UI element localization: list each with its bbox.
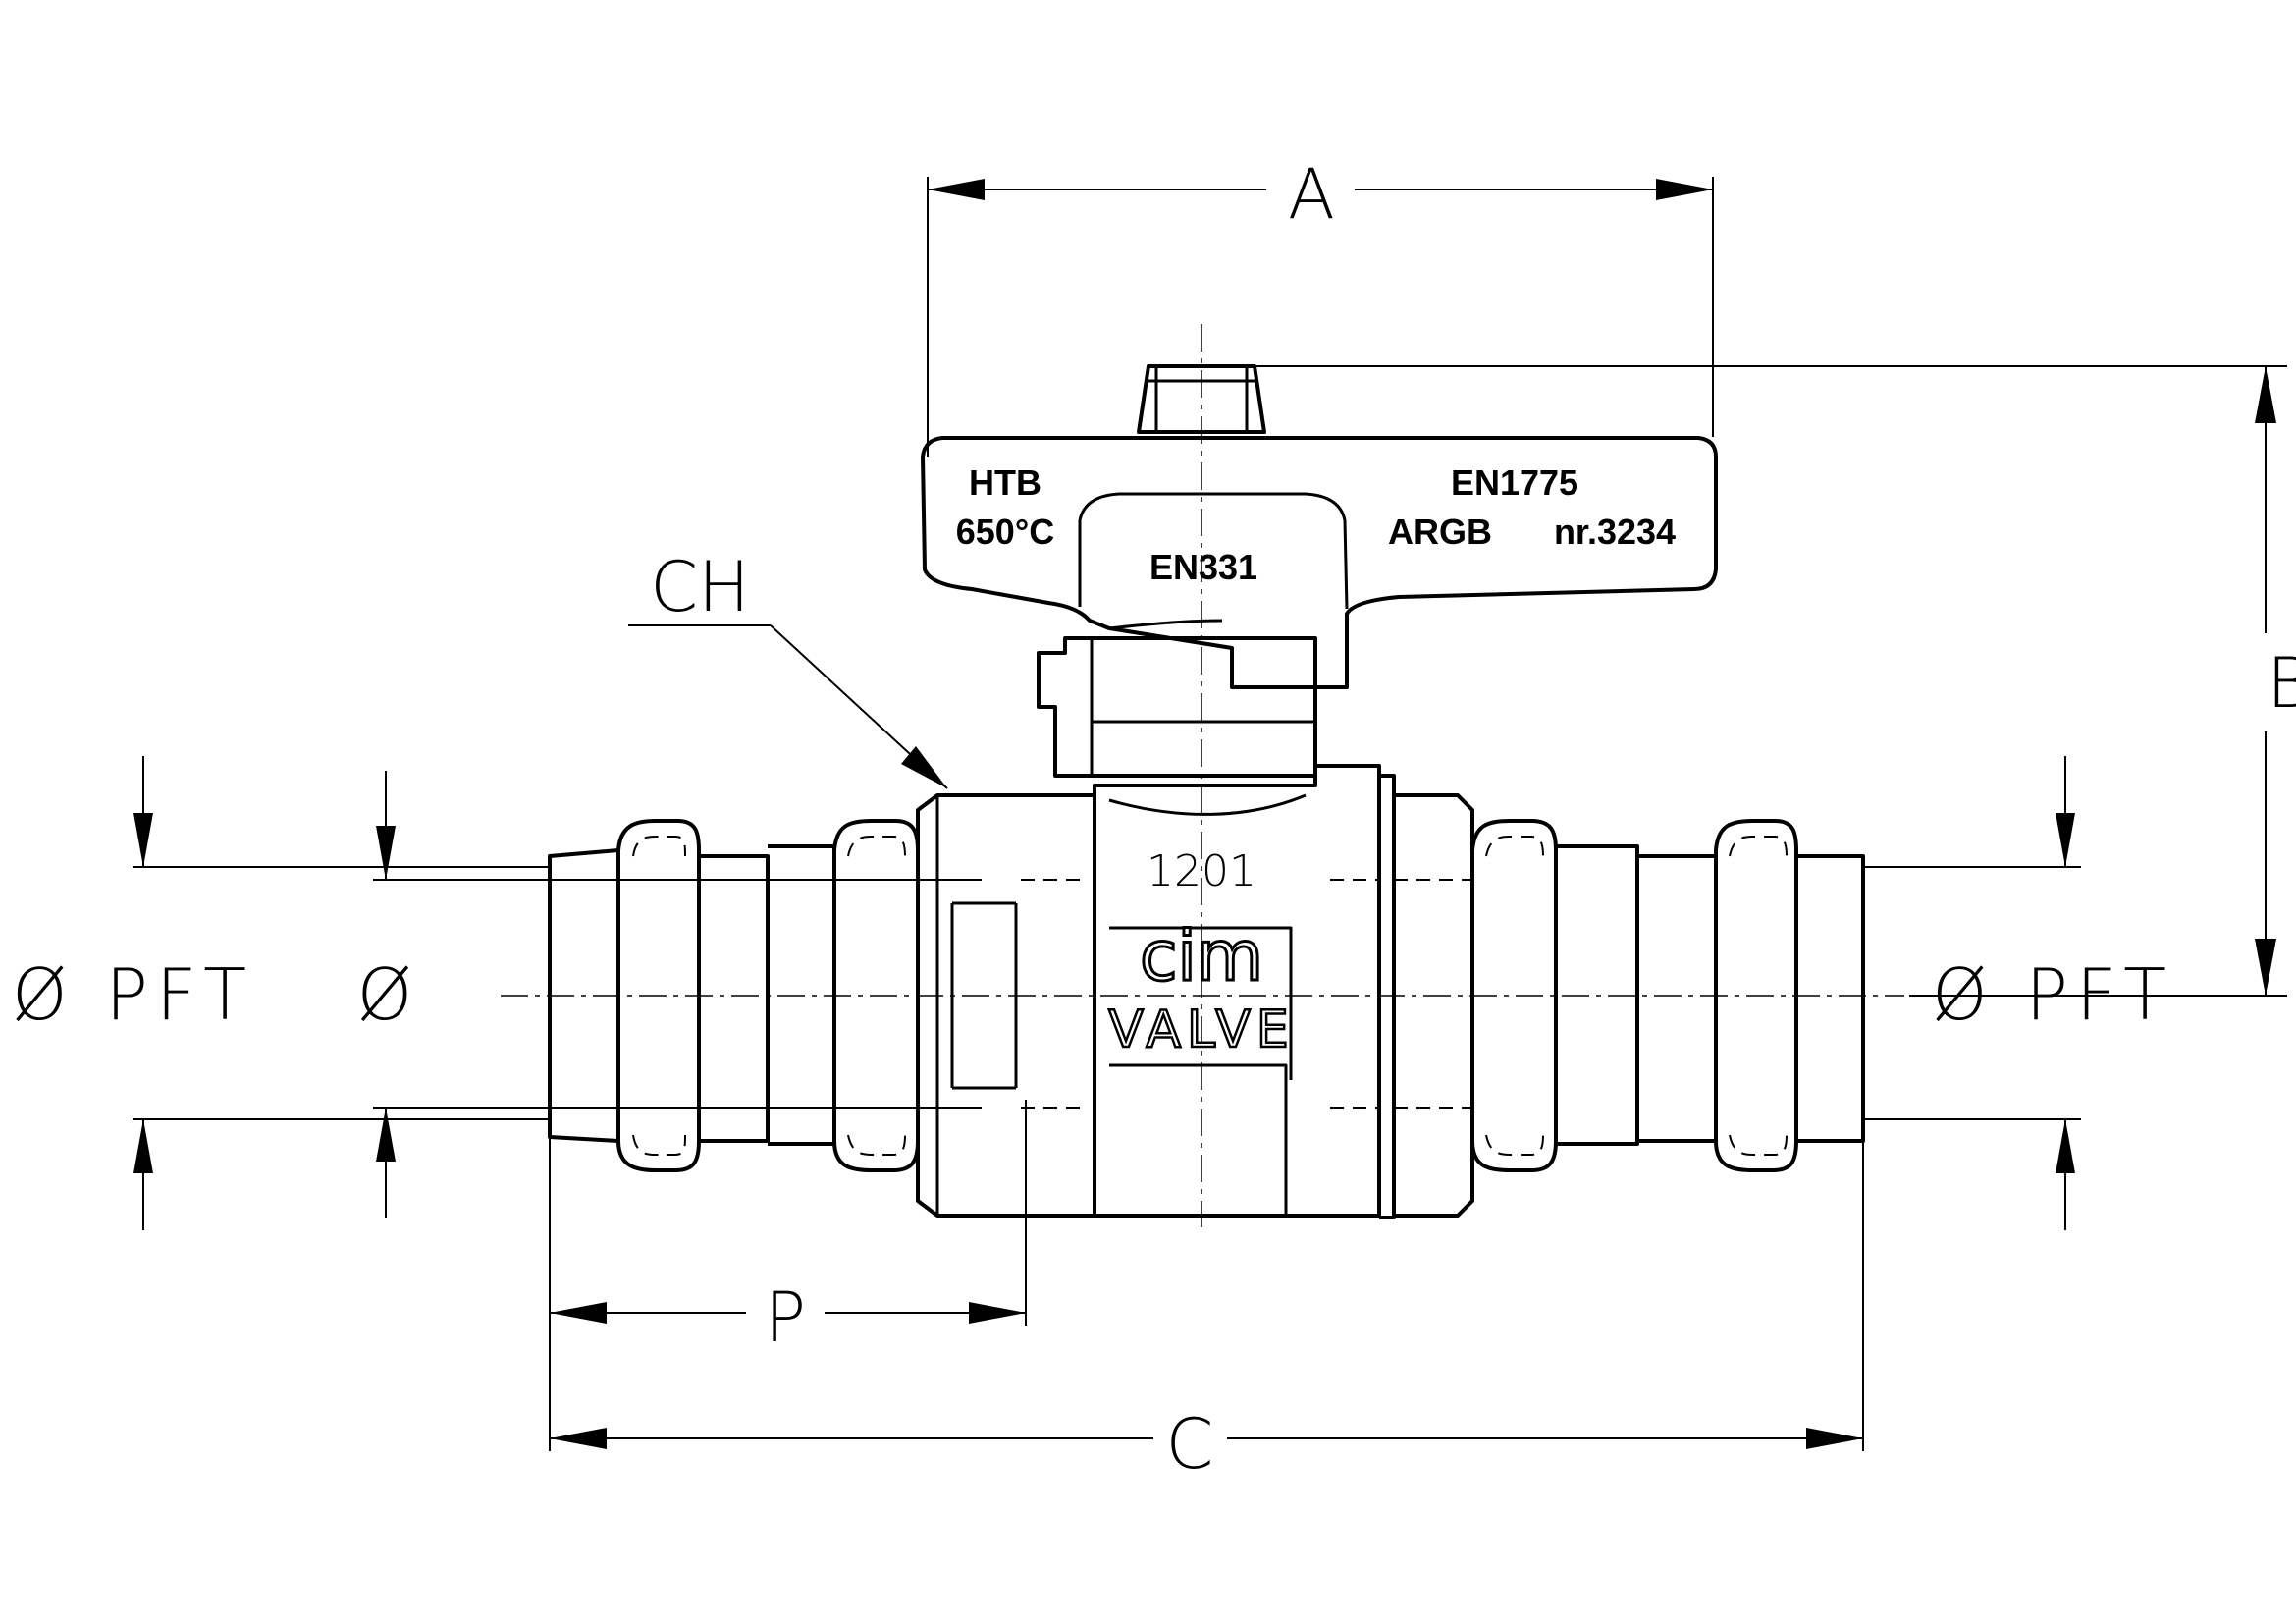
dimension-label-a: A [1288,154,1335,235]
dimension-label-pft-left: Ø PFT [12,953,254,1036]
handle-text-en1775: EN1775 [1451,462,1578,503]
handle-text-nr: nr.3234 [1554,512,1676,552]
dimension-b: B [1227,365,2296,997]
dimension-right-diameter: Ø PFT [1863,756,2174,1230]
dimension-c: C [549,1139,1864,1485]
valve-stem-handle [921,364,1718,778]
body-text-model-number: 1201 [1147,846,1256,896]
handle-text-en331: EN331 [1149,547,1257,587]
dimension-ch: CH [628,547,948,789]
dimension-label-b: B [2267,643,2296,724]
dimension-label-pft-right: Ø PFT [1932,953,2174,1036]
handle-text-temperature: 650°C [956,512,1054,552]
dimension-left-diameters: Ø PFT Ø [12,756,982,1230]
dimension-label-p: P [765,1277,806,1358]
handle-text-htb: HTB [969,462,1041,503]
body-markings: 1201 cim VALVE [1107,846,1295,1060]
handle-stamps: HTB 650°C EN1775 ARGB nr.3234 EN331 [956,462,1676,587]
dimension-label-ch: CH [650,547,750,627]
handle-text-argb: ARGB [1388,512,1492,552]
body-logo: cim [1140,916,1263,997]
dimension-label-c: C [1166,1404,1214,1485]
dimension-p: P [550,1100,1027,1358]
dimension-label-diameter: Ø [357,953,413,1036]
dimension-a: A [927,154,1714,457]
valve-body [548,764,1865,1219]
body-text-brand: VALVE [1108,1001,1295,1059]
